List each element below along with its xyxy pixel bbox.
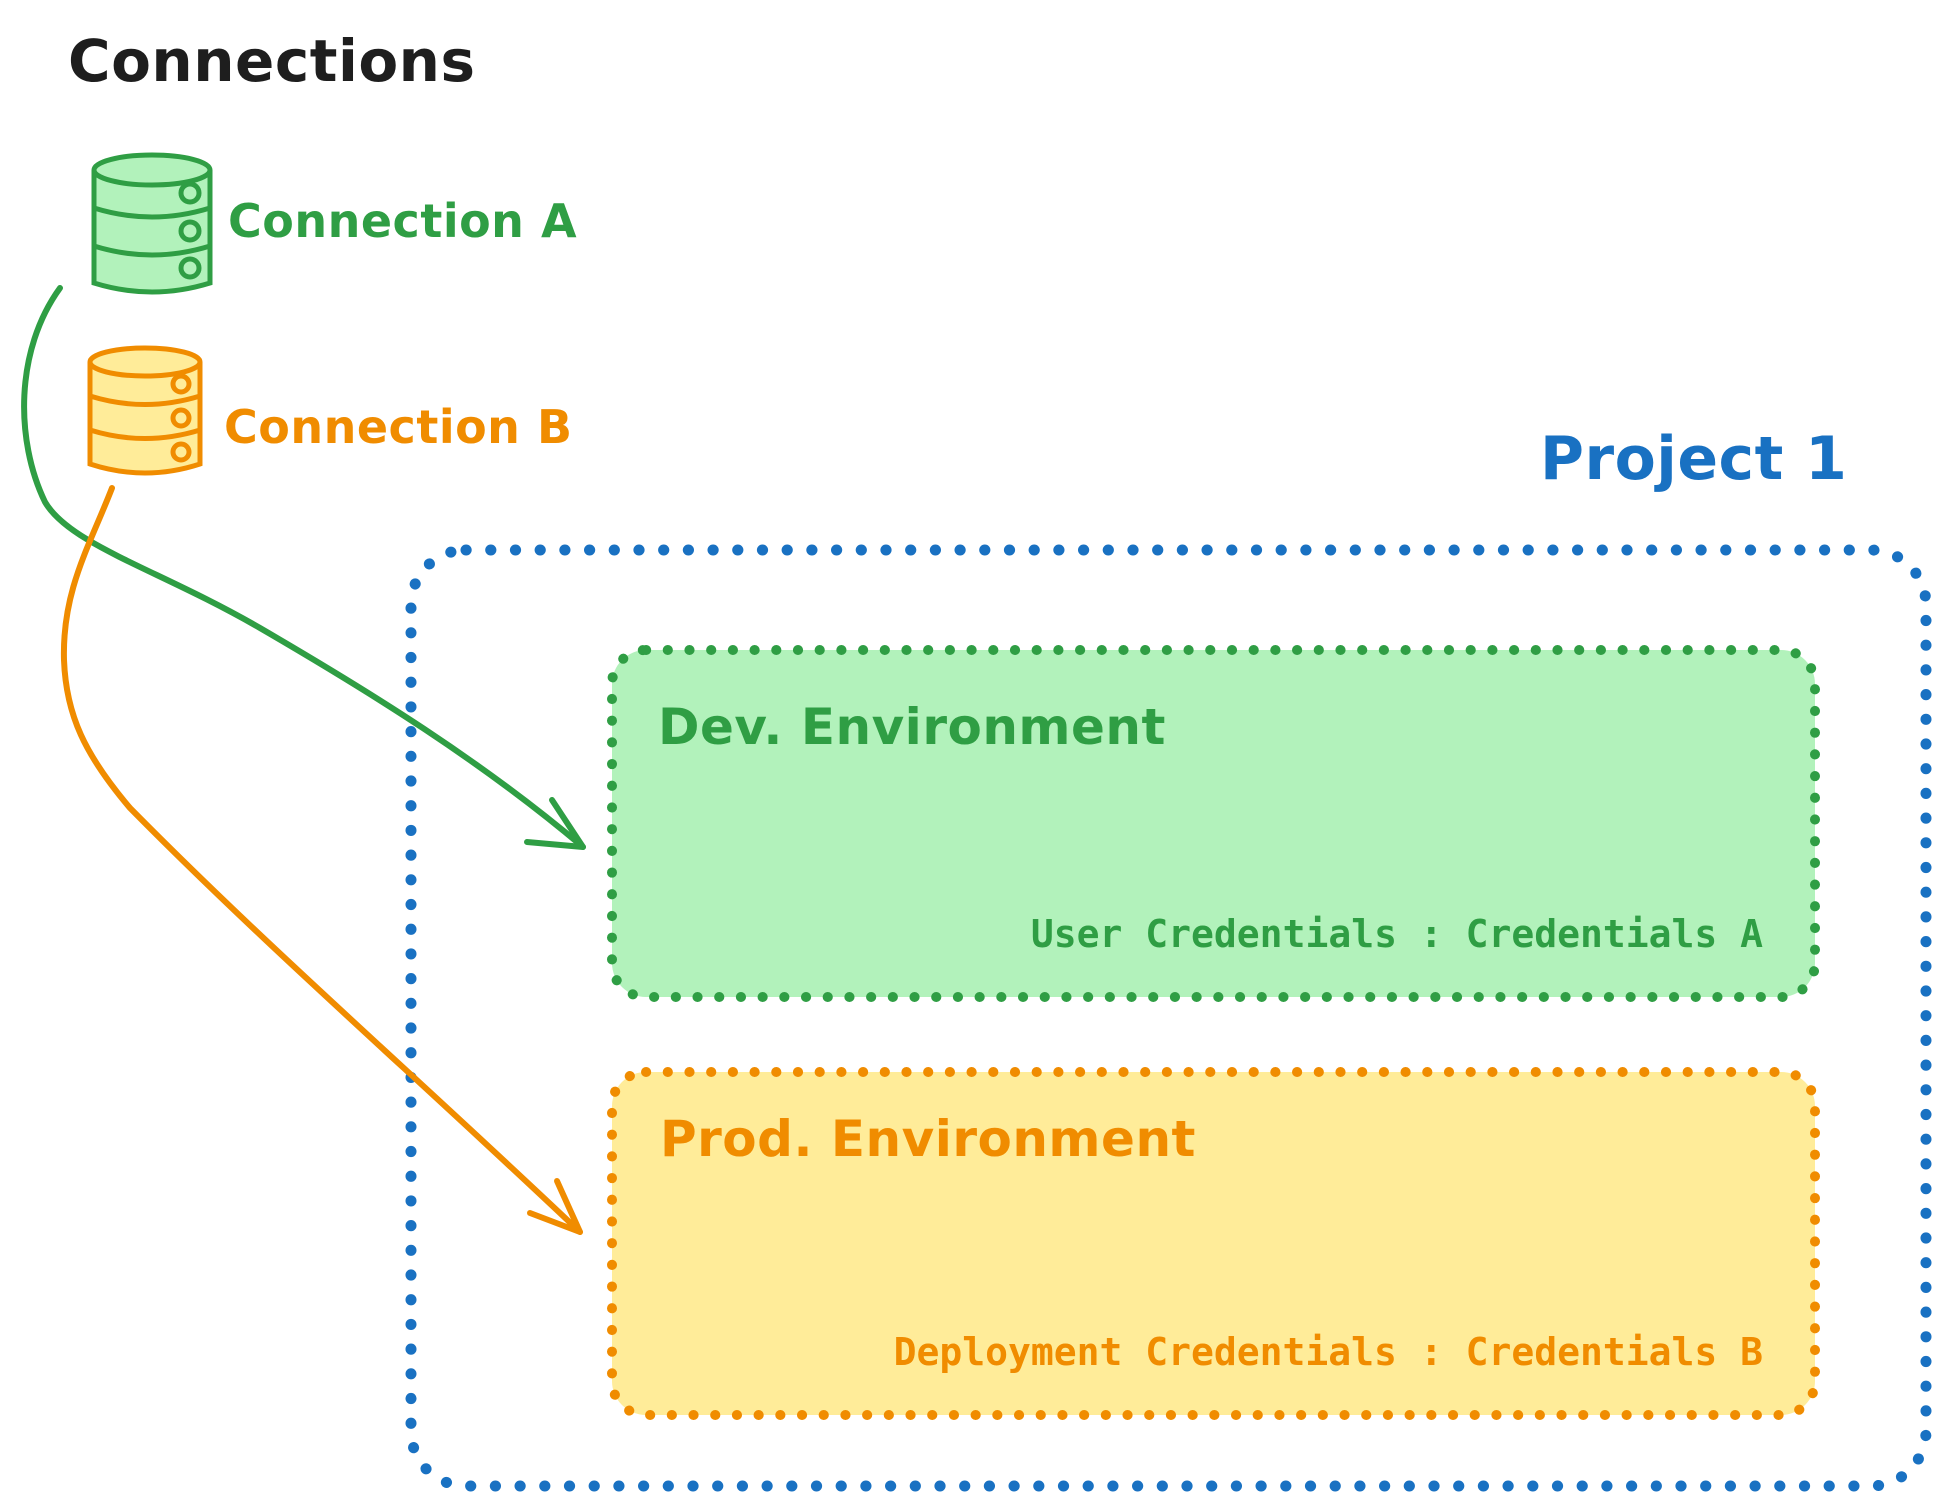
prod-environment-title: Prod. Environment: [660, 1110, 1196, 1168]
connection-a-arrow: [21, 285, 586, 850]
arrowhead-icon: [524, 797, 586, 850]
dev-environment-box: [607, 645, 1820, 1002]
connection-a-database-icon: [91, 152, 213, 295]
prod-environment-credentials: Deployment Credentials : Credentials B: [893, 1330, 1763, 1374]
connection-a-label: Connection A: [228, 194, 578, 248]
connection-b-database-icon: [87, 345, 203, 476]
connection-b-label: Connection B: [224, 400, 573, 454]
connection-b-arrow: [60, 485, 583, 1235]
arrowhead-icon: [527, 1178, 583, 1235]
dev-environment-title: Dev. Environment: [658, 698, 1166, 756]
project-boundary-box: [405, 544, 1932, 1492]
connections-title: Connections: [68, 27, 476, 95]
dev-environment-credentials: User Credentials : Credentials A: [1030, 912, 1763, 956]
project-title: Project 1: [1540, 424, 1848, 494]
prod-environment-box: [607, 1067, 1820, 1420]
